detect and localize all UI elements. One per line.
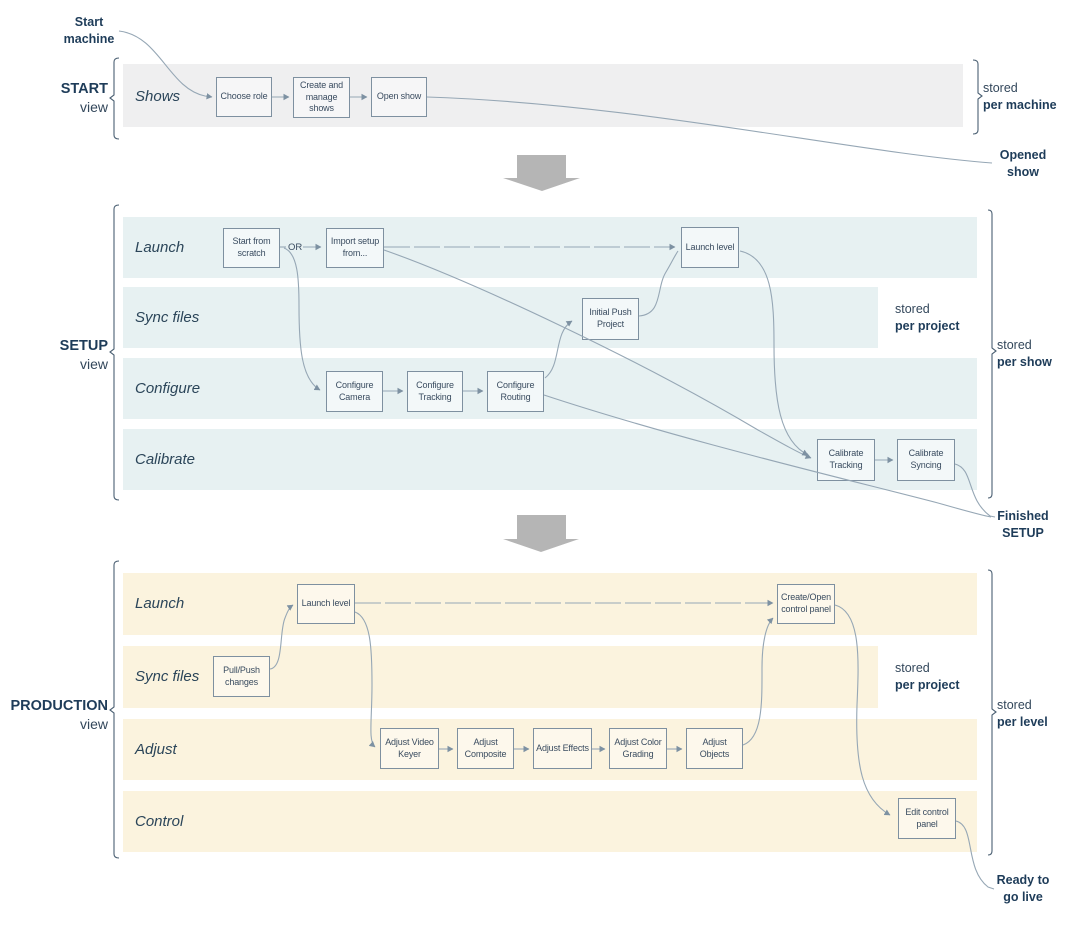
box-start-from-scratch: Start from scratch [223,228,280,268]
band-prod-launch [123,573,977,635]
start-view-title: START [60,81,108,97]
lane-label-shows: Shows [135,88,181,105]
lane-label-launch: Launch [135,239,185,256]
bracket-setup-left [109,204,120,501]
section-title-setup: SETUP view [20,337,108,373]
box-adjust-color-grading: Adjust Color Grading [609,728,667,769]
callout-ready-go-live: Ready to go live [996,873,1050,904]
stored-per-show: stored per show [997,337,1052,371]
box-initial-push-project: Initial Push Project [582,298,639,340]
lane-label-control: Control [135,813,184,830]
box-choose-role: Choose role [216,77,272,117]
setup-view-sub: view [79,356,108,372]
stored-prefix: stored [997,338,1032,352]
setup-view-title: SETUP [59,338,108,354]
lane-label-configure: Configure [135,380,201,397]
box-adjust-video-keyer: Adjust Video Keyer [380,728,439,769]
box-create-manage-shows: Create and manage shows [293,77,350,118]
box-configure-tracking: Configure Tracking [407,371,463,412]
stored-per-level: stored per level [997,697,1048,731]
stored-prefix: stored [895,661,930,675]
lane-label-adjust: Adjust [135,741,177,758]
box-calibrate-tracking: Calibrate Tracking [817,439,875,481]
stored-scope: per level [997,715,1048,729]
bracket-start-right [972,59,983,135]
stored-scope: per show [997,355,1052,369]
or-label: OR [288,242,303,253]
band-setup-configure [123,358,977,419]
production-view-sub: view [79,716,108,732]
box-setup-launch-level: Launch level [681,227,739,268]
callout-finished-setup: Finished SETUP [997,509,1049,540]
bracket-setup-right [987,209,997,499]
box-adjust-objects: Adjust Objects [686,728,743,769]
box-import-setup: Import setup from... [326,228,384,268]
lane-label-prod-sync: Sync files [135,668,200,685]
start-view-sub: view [79,99,108,115]
box-calibrate-syncing: Calibrate Syncing [897,439,955,481]
down-arrow-start-to-setup [503,155,580,191]
box-pull-push-changes: Pull/Push changes [213,656,270,697]
edge-create-open-to-edit-panel [834,604,891,816]
stored-scope: per project [895,678,960,692]
edge-launch-level-to-calibrate-tracking [739,250,809,456]
lane-label-prod-launch: Launch [135,595,185,612]
stored-prefix: stored [997,698,1032,712]
production-view-title: PRODUCTION [10,698,108,714]
stored-scope: per machine [983,98,1057,112]
box-configure-camera: Configure Camera [326,371,383,412]
stored-per-machine: stored per machine [983,80,1057,114]
stored-prefix: stored [895,302,930,316]
lane-label-sync-files: Sync files [135,309,200,326]
band-setup-sync [123,287,878,348]
callout-opened-show: Opened show [999,148,1047,179]
down-arrow-setup-to-production [503,515,579,552]
bracket-production-left [109,560,120,859]
edge-import-setup-to-calibrate-tracking [383,249,812,459]
box-adjust-composite: Adjust Composite [457,728,514,769]
section-title-start: START view [20,80,108,116]
bracket-start-left [109,57,120,140]
stored-prefix: stored [983,81,1018,95]
stored-per-project-production: stored per project [895,660,960,694]
bracket-production-right [987,569,997,856]
box-open-show: Open show [371,77,427,117]
lane-label-calibrate: Calibrate [135,451,196,468]
box-configure-routing: Configure Routing [487,371,544,412]
box-prod-launch-level: Launch level [297,584,355,624]
stored-per-project-setup: stored per project [895,301,960,335]
box-adjust-effects: Adjust Effects [533,728,592,769]
callout-start-machine: Start machine [63,15,115,46]
section-title-production: PRODUCTION view [8,697,108,733]
box-edit-control-panel: Edit control panel [898,798,956,839]
box-create-open-control-panel: Create/Open control panel [777,584,835,624]
band-prod-control [123,791,977,852]
stored-scope: per project [895,319,960,333]
